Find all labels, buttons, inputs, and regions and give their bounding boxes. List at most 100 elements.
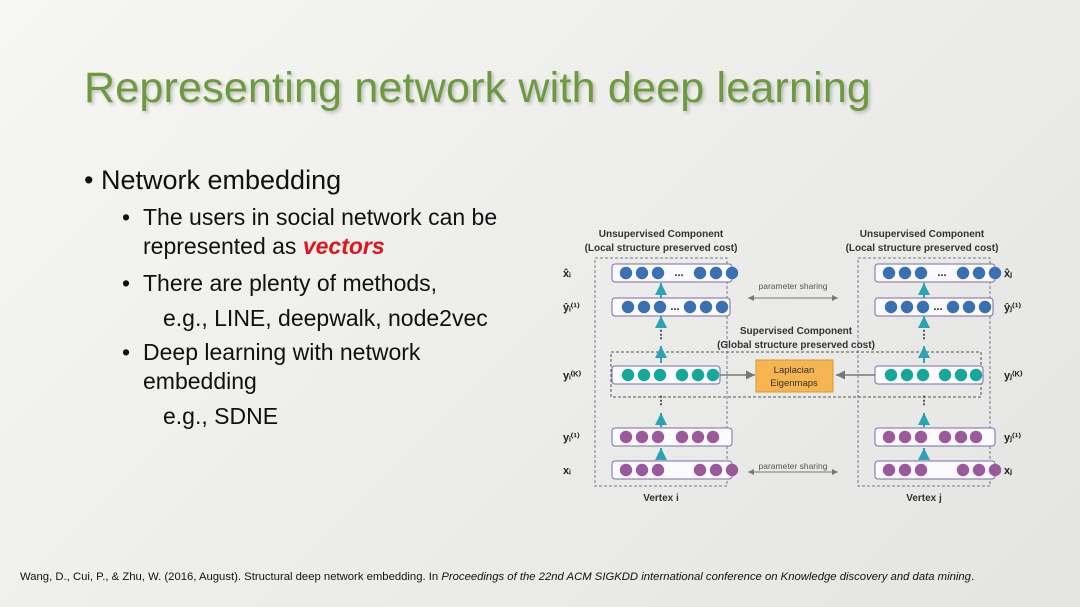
neuron-j xyxy=(898,430,912,444)
vertical-dots-j: ⋮ xyxy=(919,329,930,341)
row-label-i: x̂ᵢ xyxy=(563,268,571,280)
neuron-j xyxy=(969,368,983,382)
neuron-j xyxy=(914,463,928,477)
neuron-i xyxy=(635,463,649,477)
neuron-i xyxy=(706,368,720,382)
neuron-i xyxy=(675,430,689,444)
neuron-i xyxy=(651,430,665,444)
neuron-j xyxy=(882,266,896,280)
neuron-j xyxy=(916,368,930,382)
row-label-j: xⱼ xyxy=(1004,465,1012,477)
neuron-i xyxy=(637,368,651,382)
neuron-i xyxy=(715,300,729,314)
bullet-sdne-example: e.g., SDNE xyxy=(163,403,279,429)
neuron-j xyxy=(954,430,968,444)
neuron-j xyxy=(898,463,912,477)
neuron-i xyxy=(683,300,697,314)
citation: Wang, D., Cui, P., & Zhu, W. (2016, Augu… xyxy=(20,571,975,583)
row-label-i: yᵢ⁽¹⁾ xyxy=(563,432,580,444)
bullet-dot: • xyxy=(122,339,131,365)
neuron-j xyxy=(978,300,992,314)
neuron-i xyxy=(691,430,705,444)
neuron-j xyxy=(972,463,986,477)
neuron-j xyxy=(956,266,970,280)
sup-title: Supervised Component xyxy=(740,326,853,337)
row-label-j: yⱼ⁽ᴷ⁾ xyxy=(1004,370,1023,382)
bullet-methods: • There are plenty of methods, xyxy=(122,270,438,296)
bullet-text-line: Deep learning with network xyxy=(143,339,421,365)
neuron-j xyxy=(988,463,1002,477)
laplacian-box xyxy=(755,359,834,393)
row-label-i: xᵢ xyxy=(563,465,571,477)
slide-title: Representing network with deep learning xyxy=(84,64,872,112)
bullet-users-vectors: • The users in social network can be rep… xyxy=(122,203,497,261)
row-label-i: ŷᵢ⁽¹⁾ xyxy=(563,302,580,314)
neuron-j xyxy=(954,368,968,382)
neuron-i xyxy=(653,300,667,314)
bullet-deep-learning: • Deep learning with network embedding xyxy=(122,338,420,396)
neuron-j xyxy=(914,430,928,444)
row-label-j: ŷⱼ⁽¹⁾ xyxy=(1004,302,1021,314)
neuron-i xyxy=(699,300,713,314)
neuron-j xyxy=(884,368,898,382)
neuron-i xyxy=(651,463,665,477)
neuron-i xyxy=(621,368,635,382)
neuron-i xyxy=(651,266,665,280)
neuron-i xyxy=(635,430,649,444)
param-sharing-top: parameter sharing xyxy=(759,281,828,291)
vertex-j-label: Vertex j xyxy=(906,493,942,504)
neuron-i xyxy=(725,463,739,477)
neuron-j xyxy=(988,266,1002,280)
neuron-j xyxy=(938,430,952,444)
neuron-j xyxy=(962,300,976,314)
vertical-dots-i: ⋮ xyxy=(656,395,667,407)
bullet-network-embedding: • Network embedding xyxy=(84,165,342,195)
neuron-i xyxy=(635,266,649,280)
neuron-j xyxy=(898,266,912,280)
vertex-j-box xyxy=(857,257,991,487)
emphasis-vectors: vectors xyxy=(302,233,385,259)
neuron-j xyxy=(938,368,952,382)
neuron-j xyxy=(946,300,960,314)
neuron-i xyxy=(619,463,633,477)
bullet-dot: • xyxy=(122,270,131,296)
neuron-j xyxy=(914,266,928,280)
neuron-j xyxy=(956,463,970,477)
unsup-sub-left: (Local structure preserved cost) xyxy=(585,243,738,254)
neuron-j xyxy=(882,463,896,477)
neuron-i xyxy=(693,463,707,477)
neuron-i xyxy=(725,266,739,280)
neuron-i xyxy=(691,368,705,382)
unsup-title-left: Unsupervised Component xyxy=(599,229,724,240)
ellipsis-j: ... xyxy=(937,267,946,279)
bullet-text-line: represented as vectors xyxy=(143,233,385,259)
neuron-i xyxy=(709,266,723,280)
neuron-j xyxy=(969,430,983,444)
neuron-i xyxy=(621,300,635,314)
neuron-j xyxy=(900,300,914,314)
neuron-i xyxy=(619,430,633,444)
sdne-architecture-figure: Unsupervised Component (Local structure … xyxy=(563,229,1023,504)
unsup-sub-right: (Local structure preserved cost) xyxy=(846,243,999,254)
row-label-j: x̂ⱼ xyxy=(1004,268,1012,280)
row-label-i: yᵢ⁽ᴷ⁾ xyxy=(563,370,581,382)
bullet-dot: • xyxy=(122,204,131,230)
param-sharing-bottom: parameter sharing xyxy=(759,461,828,471)
bullet-dot: • xyxy=(84,165,101,195)
ellipsis-i: ... xyxy=(674,267,683,279)
row-label-j: yⱼ⁽¹⁾ xyxy=(1004,432,1021,444)
vertical-dots-i: ⋮ xyxy=(656,329,667,341)
neuron-i xyxy=(693,266,707,280)
vertex-i-label: Vertex i xyxy=(643,493,679,504)
bullet-text-line: embedding xyxy=(143,368,257,394)
vertical-dots-j: ⋮ xyxy=(919,395,930,407)
neuron-j xyxy=(900,368,914,382)
bullet-text-line: The users in social network can be xyxy=(143,204,498,230)
neuron-i xyxy=(706,430,720,444)
bullet-methods-example: e.g., LINE, deepwalk, node2vec xyxy=(163,305,488,331)
ellipsis-i: ... xyxy=(670,301,679,313)
laplacian-line2: Eigenmaps xyxy=(770,378,818,389)
right-column: ...x̂ⱼ...ŷⱼ⁽¹⁾yⱼ⁽ᴷ⁾yⱼ⁽¹⁾xⱼ⋮⋮ xyxy=(874,263,1023,480)
unsup-title-right: Unsupervised Component xyxy=(860,229,985,240)
neuron-i xyxy=(653,368,667,382)
